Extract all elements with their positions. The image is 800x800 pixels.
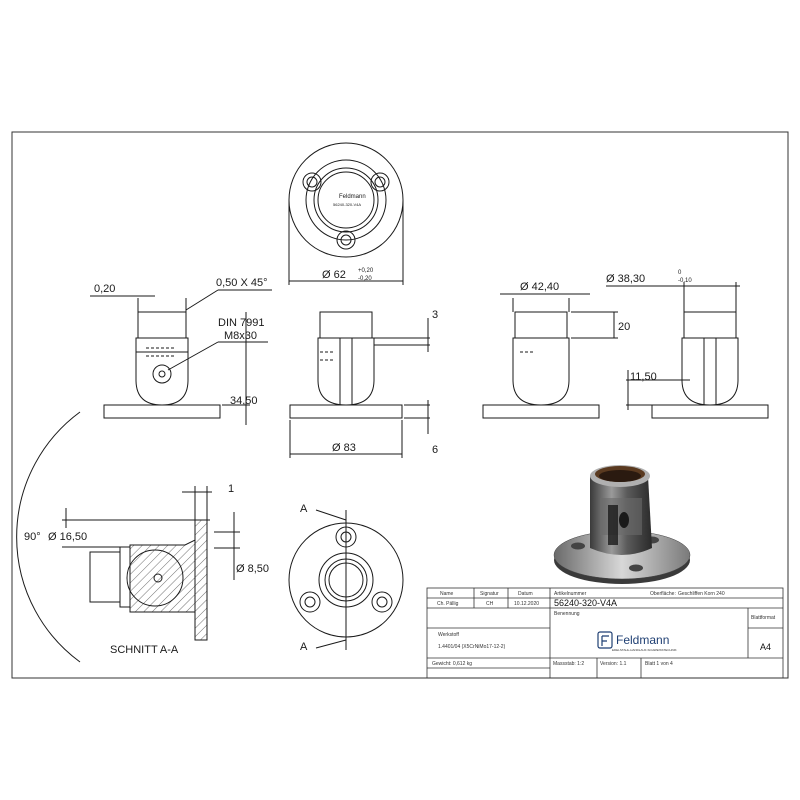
section-view [16,411,240,663]
top-marking-1: Feldmann [339,194,366,200]
tb-signature-header: Signatur [480,591,499,597]
tb-signature: CH [486,601,494,607]
title-block [426,587,784,679]
tb-material-header: Werkstoff [438,632,460,638]
isometric-render [553,465,691,584]
sheet-frame [11,131,789,679]
dim-20: 20 [618,321,630,333]
cut-label-bottom: A [300,641,308,653]
tb-drafter: Ch. Pällig [437,601,459,607]
side-view [289,311,430,458]
dim-wall: 0,20 [94,283,115,295]
tb-format-value: A4 [760,642,771,652]
dim-hole: Ø 8,50 [236,563,269,575]
tb-date-header: Datum [518,591,533,597]
tb-sheet: Blatt 1 von 4 [645,661,673,667]
dim-rear-outer: Ø 42,40 [520,281,559,293]
dim-1: 1 [228,483,234,495]
dim-right-tol-upper: 0 [678,270,682,276]
tb-company-tagline: EDELSTAHL-HANDLAUF-SCHWEISSTECHNIK [612,648,677,652]
dim-top-diameter: Ø 62 [322,269,346,281]
tb-version: Version: 1.1 [600,661,627,667]
bottom-view [288,509,404,650]
dim-right-inner: Ø 38,30 [606,273,645,285]
tb-article-header: Artikelnummer [554,591,587,597]
tb-scale: Massstab: 1:2 [553,661,584,667]
dim-chamfer: 0,50 X 45° [216,277,268,289]
dim-base-diameter: Ø 83 [332,442,356,454]
section-label: SCHNITT A-A [110,644,179,656]
dim-angle: 90° [24,531,41,543]
tb-surface-label: Oberfläche: [650,591,676,597]
dim-3: 3 [432,309,438,321]
tb-article-number: 56240-320-V4A [554,598,617,608]
dim-top-tol-upper: +0,20 [358,268,374,274]
tb-name-header: Name [440,591,454,597]
rear-view [482,293,618,419]
dim-6: 6 [432,444,438,456]
top-marking-2: 56240-320-V4A [333,202,361,207]
dim-top-tol-lower: -0,20 [358,276,372,282]
tb-material-value: 1.4401/04 (X5CrNiMo17-12-2) [438,644,506,650]
tb-company: Feldmann [616,633,669,647]
feldmann-logo-icon [597,631,613,649]
right-view [606,282,769,419]
thread-size: M8x30 [224,330,257,342]
thread-standard: DIN 7991 [218,317,264,329]
dim-height: 34,50 [230,395,258,407]
tb-format-header: Blattformat [751,615,776,621]
tb-weight: Gewicht: 0,612 kg [432,661,472,667]
tb-date: 10.12.2020 [514,601,539,607]
front-view [90,289,272,425]
dim-11-50: 11,50 [630,371,657,383]
dim-right-tol-lower: -0,10 [678,278,692,284]
tb-designation-header: Benennung [554,611,580,617]
tb-surface-value: Geschliffen Korn 240 [678,591,725,597]
dim-bore: Ø 16,50 [48,531,87,543]
cut-label-top: A [300,503,308,515]
top-view [288,142,404,285]
